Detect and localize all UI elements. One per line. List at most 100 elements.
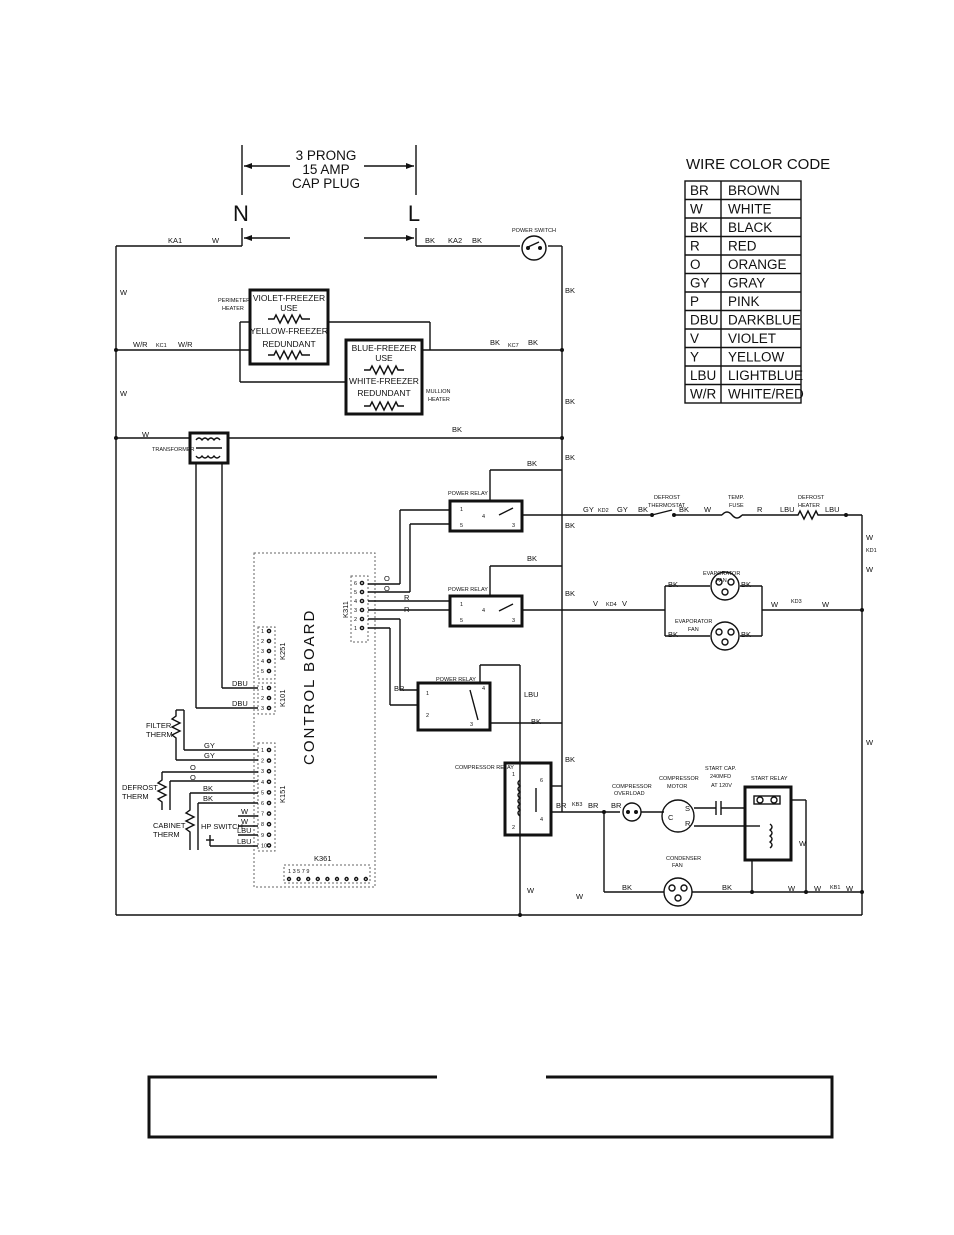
legend-color-name: LIGHTBLUE [728, 368, 803, 383]
thermistors: FILTER THERM GY GY DEFROST THERM O O CAB… [122, 709, 258, 850]
svg-text:BK: BK [565, 453, 575, 462]
svg-text:REDUNDANT: REDUNDANT [357, 388, 410, 398]
pin-number: 8 [261, 822, 264, 828]
svg-text:K151: K151 [278, 785, 287, 803]
svg-text:START RELAY: START RELAY [751, 776, 788, 782]
svg-text:V: V [593, 599, 598, 608]
pin-terminal [266, 658, 272, 664]
pin-terminal [306, 876, 311, 882]
svg-text:3: 3 [470, 722, 473, 728]
svg-text:V: V [622, 599, 627, 608]
svg-text:1: 1 [460, 602, 463, 608]
svg-text:W: W [527, 886, 535, 895]
legend-code: BK [690, 220, 708, 235]
legend-code: BR [690, 183, 709, 198]
pin-terminal [344, 876, 349, 882]
svg-text:CAP PLUG: CAP PLUG [292, 176, 360, 191]
legend-code: V [690, 331, 699, 346]
pin-terminal [266, 768, 272, 774]
svg-text:1: 1 [426, 691, 429, 697]
svg-text:BK: BK [425, 236, 435, 245]
svg-text:KA2: KA2 [448, 236, 462, 245]
pin-number: 6 [261, 801, 264, 807]
svg-text:CONDENSER: CONDENSER [666, 856, 701, 862]
pin-terminal [266, 668, 272, 674]
svg-text:CABINET: CABINET [153, 821, 186, 830]
pin-number: 2 [354, 617, 357, 623]
pin-terminal [266, 832, 272, 838]
legend-code: W [690, 202, 703, 217]
svg-text:THERMOSTAT: THERMOSTAT [648, 503, 686, 509]
svg-text:W: W [771, 600, 779, 609]
svg-text:BK: BK [741, 630, 751, 639]
svg-text:BK: BK [565, 521, 575, 530]
pin-terminal [359, 598, 365, 604]
power-relay-2: POWER RELAY 1 5 4 3 BK [448, 554, 665, 628]
svg-text:BK: BK [527, 459, 537, 468]
svg-text:BK: BK [452, 425, 462, 434]
svg-text:TEMP.: TEMP. [728, 495, 745, 501]
svg-text:O: O [384, 584, 390, 593]
svg-text:BK: BK [722, 883, 732, 892]
svg-text:2: 2 [512, 825, 515, 831]
svg-text:AT 120V: AT 120V [711, 783, 732, 789]
svg-text:1 3 5 7 9: 1 3 5 7 9 [288, 869, 309, 875]
pin-number: 5 [261, 790, 264, 796]
pin-terminal [359, 616, 365, 622]
svg-text:O: O [190, 763, 196, 772]
svg-text:W: W [142, 430, 150, 439]
evaporator-fans: V KD4 V EVAPORATOR FAN BK BK EVAPORATOR … [593, 571, 864, 651]
legend-code: Y [690, 350, 699, 365]
neutral-label: N [233, 201, 249, 226]
svg-text:W: W [704, 505, 712, 514]
svg-text:LBU: LBU [825, 505, 840, 514]
pin-number: 5 [354, 590, 357, 596]
pin-terminal [266, 747, 272, 753]
pin-number: 4 [354, 599, 357, 605]
svg-text:BR: BR [394, 684, 405, 693]
pin-number: 5 [261, 669, 264, 675]
svg-text:K251: K251 [278, 642, 287, 660]
svg-text:2: 2 [426, 713, 429, 719]
legend-color-name: DARKBLUE [728, 313, 801, 328]
svg-text:W: W [866, 533, 874, 542]
svg-text:KD3: KD3 [791, 599, 802, 605]
svg-text:BK: BK [638, 505, 648, 514]
svg-text:3 PRONG: 3 PRONG [296, 148, 357, 163]
plug-label: 3 PRONG 15 AMP CAP PLUG N L [233, 145, 420, 246]
legend-color-name: ORANGE [728, 257, 787, 272]
svg-text:5: 5 [460, 618, 463, 624]
pin-terminal [266, 705, 272, 711]
pin-number: 2 [261, 639, 264, 645]
svg-text:O: O [384, 574, 390, 583]
svg-text:KC7: KC7 [508, 343, 519, 349]
svg-text:OVERLOAD: OVERLOAD [614, 791, 645, 797]
svg-text:5: 5 [460, 523, 463, 529]
svg-text:W: W [788, 884, 796, 893]
power-relay-1: POWER RELAY 1 5 4 3 BK [400, 459, 582, 533]
svg-text:FAN: FAN [672, 863, 683, 869]
svg-text:4: 4 [482, 514, 485, 520]
svg-text:HP SWITCH: HP SWITCH [201, 822, 243, 831]
svg-text:TRANSFORMER: TRANSFORMER [152, 447, 195, 453]
svg-text:BK: BK [472, 236, 482, 245]
svg-text:DBU: DBU [232, 699, 248, 708]
svg-text:VIOLET-FREEZER: VIOLET-FREEZER [253, 293, 325, 303]
svg-text:USE: USE [375, 353, 393, 363]
s-terminal: S [685, 804, 690, 813]
svg-text:W: W [822, 600, 830, 609]
pin-terminal [266, 638, 272, 644]
svg-text:BK: BK [490, 338, 500, 347]
svg-text:W: W [866, 565, 874, 574]
svg-text:W: W [814, 884, 822, 893]
k311-wiring: O O R R BR [368, 510, 450, 706]
svg-text:R: R [404, 593, 410, 602]
pin-number: 2 [261, 696, 264, 702]
svg-text:WHITE-FREEZER: WHITE-FREEZER [349, 376, 419, 386]
svg-text:MULLION: MULLION [426, 389, 450, 395]
legend-color-name: PINK [728, 294, 760, 309]
svg-text:MOTOR: MOTOR [667, 784, 687, 790]
pin-terminal [359, 589, 365, 595]
svg-text:BR: BR [611, 801, 622, 810]
compressor-circuit: BR BR COMPRESSOR OVERLOAD COMPRESSOR MOT… [578, 766, 864, 907]
